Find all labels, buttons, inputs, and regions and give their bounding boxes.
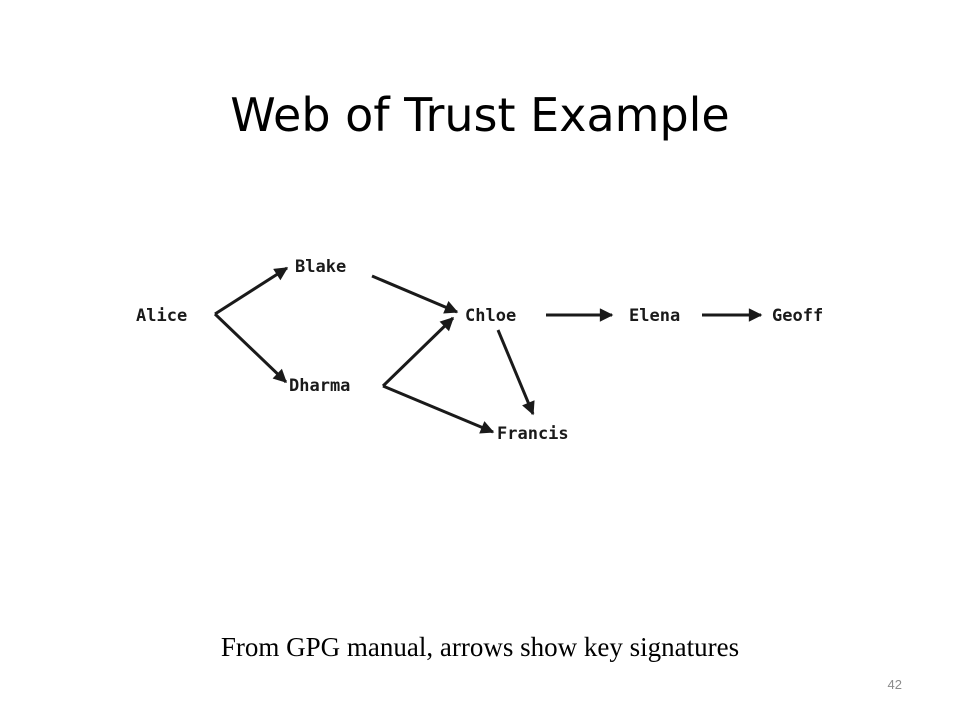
edge-dharma-francis [382, 384, 495, 434]
node-blake: Blake [295, 257, 346, 277]
edge-blake-chloe [371, 274, 459, 314]
node-chloe: Chloe [465, 306, 516, 326]
node-elena: Elena [629, 306, 680, 326]
slide-number: 42 [887, 677, 902, 692]
edge-alice-dharma [213, 312, 288, 384]
node-dharma: Dharma [289, 376, 350, 396]
slide-title: Web of Trust Example [230, 88, 730, 142]
edge-chloe-francis [496, 329, 535, 416]
edge-dharma-chloe [381, 316, 455, 388]
diagram-caption: From GPG manual, arrows show key signatu… [220, 632, 740, 662]
node-geoff: Geoff [772, 306, 823, 326]
edge-alice-blake [214, 266, 289, 316]
node-alice: Alice [136, 306, 187, 326]
node-francis: Francis [497, 424, 569, 444]
